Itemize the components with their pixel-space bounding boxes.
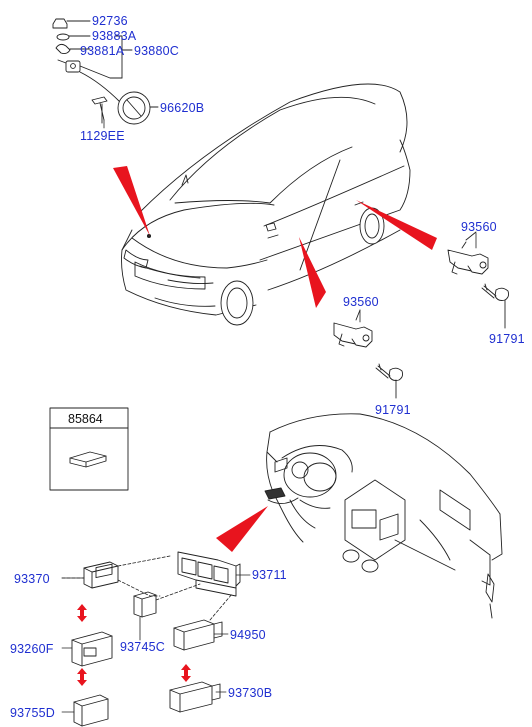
part-label-92736[interactable]: 92736: [92, 14, 128, 28]
part-label-93755d[interactable]: 93755D: [10, 706, 55, 720]
red-callouts: [113, 166, 437, 552]
part-label-93560-right[interactable]: 93560: [461, 220, 497, 234]
part-label-93260f[interactable]: 93260F: [10, 642, 54, 656]
red-arrows: [77, 604, 191, 686]
part-label-94950[interactable]: 94950: [230, 628, 266, 642]
part-label-96620b[interactable]: 96620B: [160, 101, 205, 115]
horn-switch-assembly: [52, 18, 159, 125]
car-outline: [121, 83, 411, 326]
door-sensor-mid: [333, 309, 404, 399]
part-label-93711[interactable]: 93711: [252, 568, 287, 582]
part-box-85864: [49, 407, 129, 491]
part-label-93881a[interactable]: 93881A: [80, 44, 125, 58]
dashboard-outline: [264, 413, 503, 619]
part-label-93880c[interactable]: 93880C: [134, 44, 179, 58]
part-label-93560-mid[interactable]: 93560: [343, 295, 379, 309]
callout-horn: [113, 166, 150, 236]
callout-dashboard-switch: [216, 506, 268, 552]
switch-modules: [71, 551, 241, 727]
callout-mid-sensor: [299, 237, 326, 308]
part-label-93883a[interactable]: 93883A: [92, 29, 137, 43]
part-label-93730b[interactable]: 93730B: [228, 686, 273, 700]
part-label-91791-mid[interactable]: 91791: [375, 403, 411, 417]
part-box-label-85864[interactable]: 85864: [68, 412, 103, 426]
part-label-1129ee[interactable]: 1129EE: [80, 129, 125, 143]
part-label-91791-right[interactable]: 91791: [489, 332, 525, 346]
label-leaders: [61, 119, 477, 713]
part-label-93370[interactable]: 93370: [14, 572, 50, 586]
callout-right-sensor: [356, 200, 437, 250]
part-label-93745c[interactable]: 93745C: [120, 640, 165, 654]
door-sensor-right: [447, 231, 510, 329]
